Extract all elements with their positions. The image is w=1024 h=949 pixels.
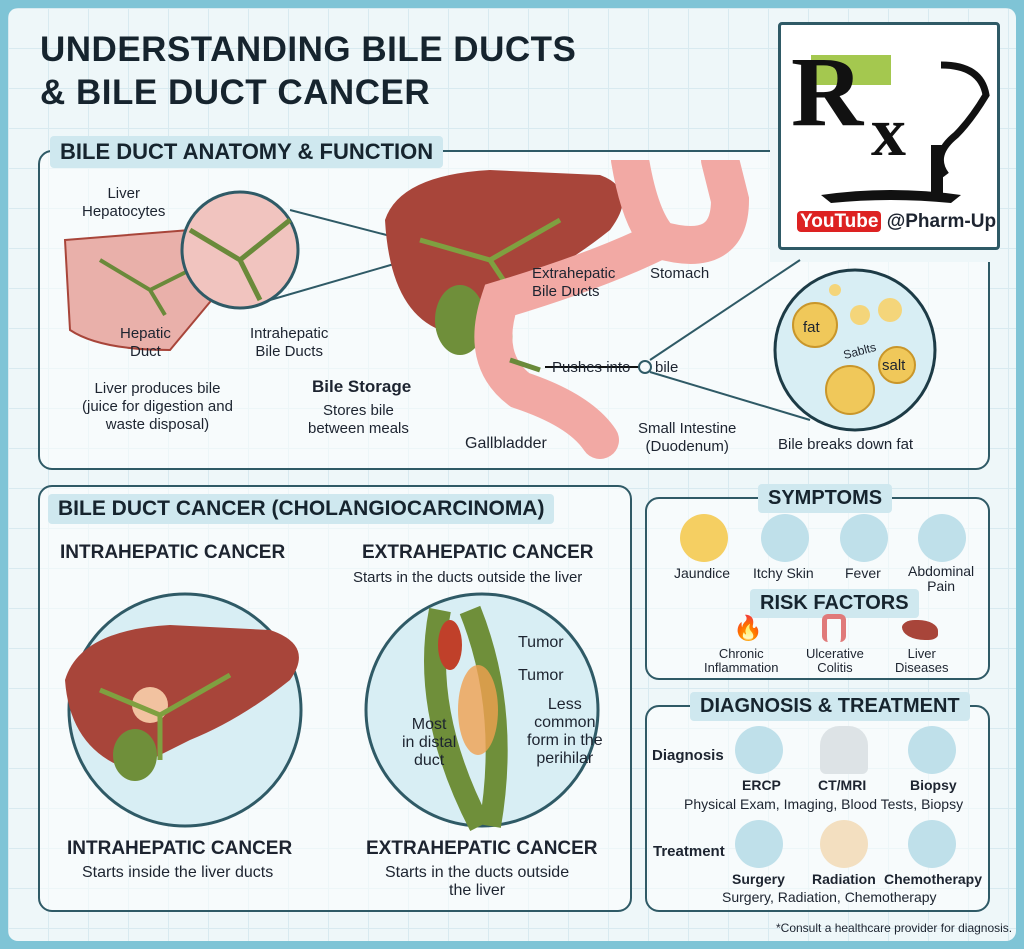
treat-chemotherapy: Chemotherapy	[884, 871, 983, 887]
youtube-label: YouTube	[797, 211, 882, 232]
less-common-label: Less common form in the perihilar	[527, 696, 603, 767]
hand-icon	[761, 514, 809, 562]
symptoms-header: SYMPTOMS	[758, 484, 893, 513]
label-gallbladder: Gallbladder	[465, 435, 547, 452]
diag-ct-mri: CT/MRI	[818, 777, 867, 793]
symptom-itchy-skin: Itchy Skin	[753, 565, 814, 581]
stomach-intestine	[474, 160, 750, 459]
ct-scanner-icon	[820, 726, 868, 774]
diagnosis-label: Diagnosis	[652, 747, 724, 764]
cancer-header: BILE DUCT CANCER (CHOLANGIOCARCINOMA)	[48, 494, 555, 524]
diagnosis-text: Physical Exam, Imaging, Blood Tests, Bio…	[684, 796, 964, 812]
label-pushes-into: Pushes into	[552, 359, 631, 376]
label-fat: fat	[803, 319, 820, 336]
rx-logo-icon: R x	[791, 36, 990, 203]
svg-text:R: R	[791, 36, 865, 147]
youtube-handle: YouTube @Pharm-Up	[797, 211, 996, 233]
label-bile: bile	[655, 359, 679, 376]
scalpel-icon	[735, 820, 783, 868]
radiation-icon	[820, 820, 868, 868]
label-intrahepatic-ducts: Intrahepatic Bile Ducts	[250, 325, 329, 360]
title-line-1: UNDERSTANDING BILE DUCTS	[40, 30, 577, 69]
treat-radiation: Radiation	[812, 871, 876, 887]
label-hepatic-duct: Hepatic Duct	[120, 325, 171, 360]
diag-biopsy: Biopsy	[910, 777, 957, 793]
label-bile-breaks: Bile breaks down fat	[778, 436, 914, 453]
colon-icon	[822, 614, 846, 642]
anatomy-header: BILE DUCT ANATOMY & FUNCTION	[50, 136, 444, 168]
page-title: UNDERSTANDING BILE DUCTS & BILE DUCT CAN…	[40, 28, 576, 114]
risk-ulcerative-colitis: Ulcerative Colitis	[806, 646, 864, 675]
label-small-intestine: Small Intestine (Duodenum)	[638, 420, 737, 455]
label-stomach: Stomach	[650, 265, 710, 282]
footnote: *Consult a healthcare provider for diagn…	[776, 921, 1013, 935]
channel-handle: @Pharm-Up	[886, 211, 997, 232]
extra-bottom-subtitle: Starts in the ducts outside the liver	[385, 864, 570, 899]
label-liver-hepatocytes: Liver Hepatocytes	[82, 185, 166, 220]
label-extrahepatic: Extrahepatic Bile Ducts	[532, 265, 616, 300]
cancer-illustration	[65, 592, 600, 832]
anatomy-illustration	[63, 160, 937, 459]
label-bile-storage: Bile Storage	[312, 377, 412, 396]
diagnosis-header: DIAGNOSIS & TREATMENT	[690, 692, 970, 721]
abdomen-icon	[918, 514, 966, 562]
risk-header: RISK FACTORS	[750, 589, 919, 618]
diag-ercp: ERCP	[742, 777, 781, 793]
microscope-icon	[908, 726, 956, 774]
iv-bag-pill-icon	[908, 820, 956, 868]
label-liver-produces: Liver produces bile (juice for digestion…	[82, 380, 233, 433]
hepatocyte-zoom	[180, 190, 300, 310]
treatment-text: Surgery, Radiation, Chemotherapy	[722, 889, 937, 905]
face-icon	[680, 514, 728, 562]
logo: R x YouTube @Pharm-Up	[778, 22, 1000, 250]
liver-icon	[902, 620, 938, 640]
title-line-2: & BILE DUCT CANCER	[40, 73, 431, 112]
risk-liver-diseases: Liver Diseases	[895, 646, 949, 675]
endoscope-icon	[735, 726, 783, 774]
thermometer-icon	[840, 514, 888, 562]
svg-text:x: x	[871, 94, 906, 171]
treatment-label: Treatment	[653, 843, 725, 860]
extra-subtitle-top: Starts in the ducts outside the liver	[353, 569, 583, 586]
extra-title: EXTRAHEPATIC CANCER	[362, 542, 594, 563]
symptom-abdominal-pain: Abdominal Pain	[908, 563, 975, 594]
extra-bottom-title: EXTRAHEPATIC CANCER	[366, 838, 598, 859]
most-distal-label: Most in distal duct	[402, 716, 457, 769]
label-stores-bile: Stores bile between meals	[308, 402, 409, 437]
tumor-label-1: Tumor	[518, 634, 564, 651]
intra-bottom-subtitle: Starts inside the liver ducts	[82, 864, 274, 881]
tumor-label-2: Tumor	[518, 667, 564, 684]
intra-title: INTRAHEPATIC CANCER	[60, 542, 286, 563]
symptom-fever: Fever	[845, 565, 881, 581]
risk-chronic-inflammation: Chronic Inflammation	[704, 646, 779, 675]
flame-icon: 🔥	[733, 615, 763, 642]
symptom-jaundice: Jaundice	[674, 565, 731, 581]
label-salt: salt	[882, 357, 906, 374]
intra-bottom-title: INTRAHEPATIC CANCER	[67, 838, 293, 859]
gallbladder	[435, 285, 485, 355]
treat-surgery: Surgery	[732, 871, 785, 887]
